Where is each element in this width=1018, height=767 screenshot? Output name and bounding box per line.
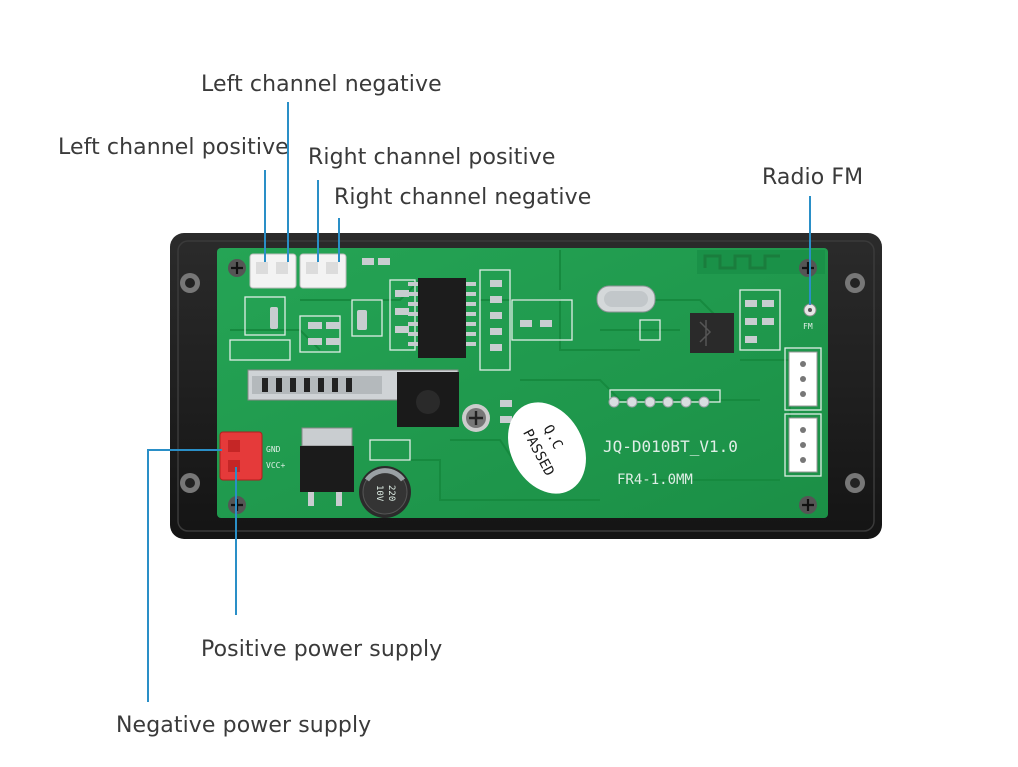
aux-pin-headers <box>788 351 818 473</box>
voltage-regulator <box>300 427 354 506</box>
leader-negative-power <box>147 449 222 702</box>
fm-antenna-pad <box>803 303 817 317</box>
board-model-text: JQ-D010BT_V1.0 <box>603 437 738 456</box>
gnd-pin-label: GND <box>266 445 281 454</box>
pcb-board <box>217 248 828 518</box>
label-right-channel-negative: Right channel negative <box>334 185 592 210</box>
label-left-channel-positive: Left channel positive <box>58 135 289 160</box>
qc-passed-sticker: Q.C PASSED <box>508 402 586 494</box>
label-negative-power-supply: Negative power supply <box>116 713 372 738</box>
frame-mounting-holes <box>180 273 865 493</box>
bluetooth-chip <box>690 313 734 353</box>
label-radio-fm: Radio FM <box>762 165 864 190</box>
amplifier-ic <box>408 278 476 358</box>
leader-lines <box>147 102 811 702</box>
audio-output-connectors <box>249 253 347 289</box>
ir-receiver <box>397 372 459 427</box>
board-material-text: FR4-1.0MM <box>617 472 693 488</box>
power-connector <box>219 431 263 481</box>
crystal-oscillator <box>596 285 656 313</box>
svg-text:220: 220 <box>386 485 396 501</box>
vcc-pin-label: VCC+ <box>266 461 285 470</box>
label-left-channel-negative: Left channel negative <box>201 72 442 97</box>
label-positive-power-supply: Positive power supply <box>201 637 443 662</box>
label-right-channel-positive: Right channel positive <box>308 145 556 170</box>
svg-text:10V: 10V <box>374 485 384 502</box>
fm-pad-label: FM <box>803 322 813 331</box>
electrolytic-capacitor: 220 10V <box>359 466 411 518</box>
